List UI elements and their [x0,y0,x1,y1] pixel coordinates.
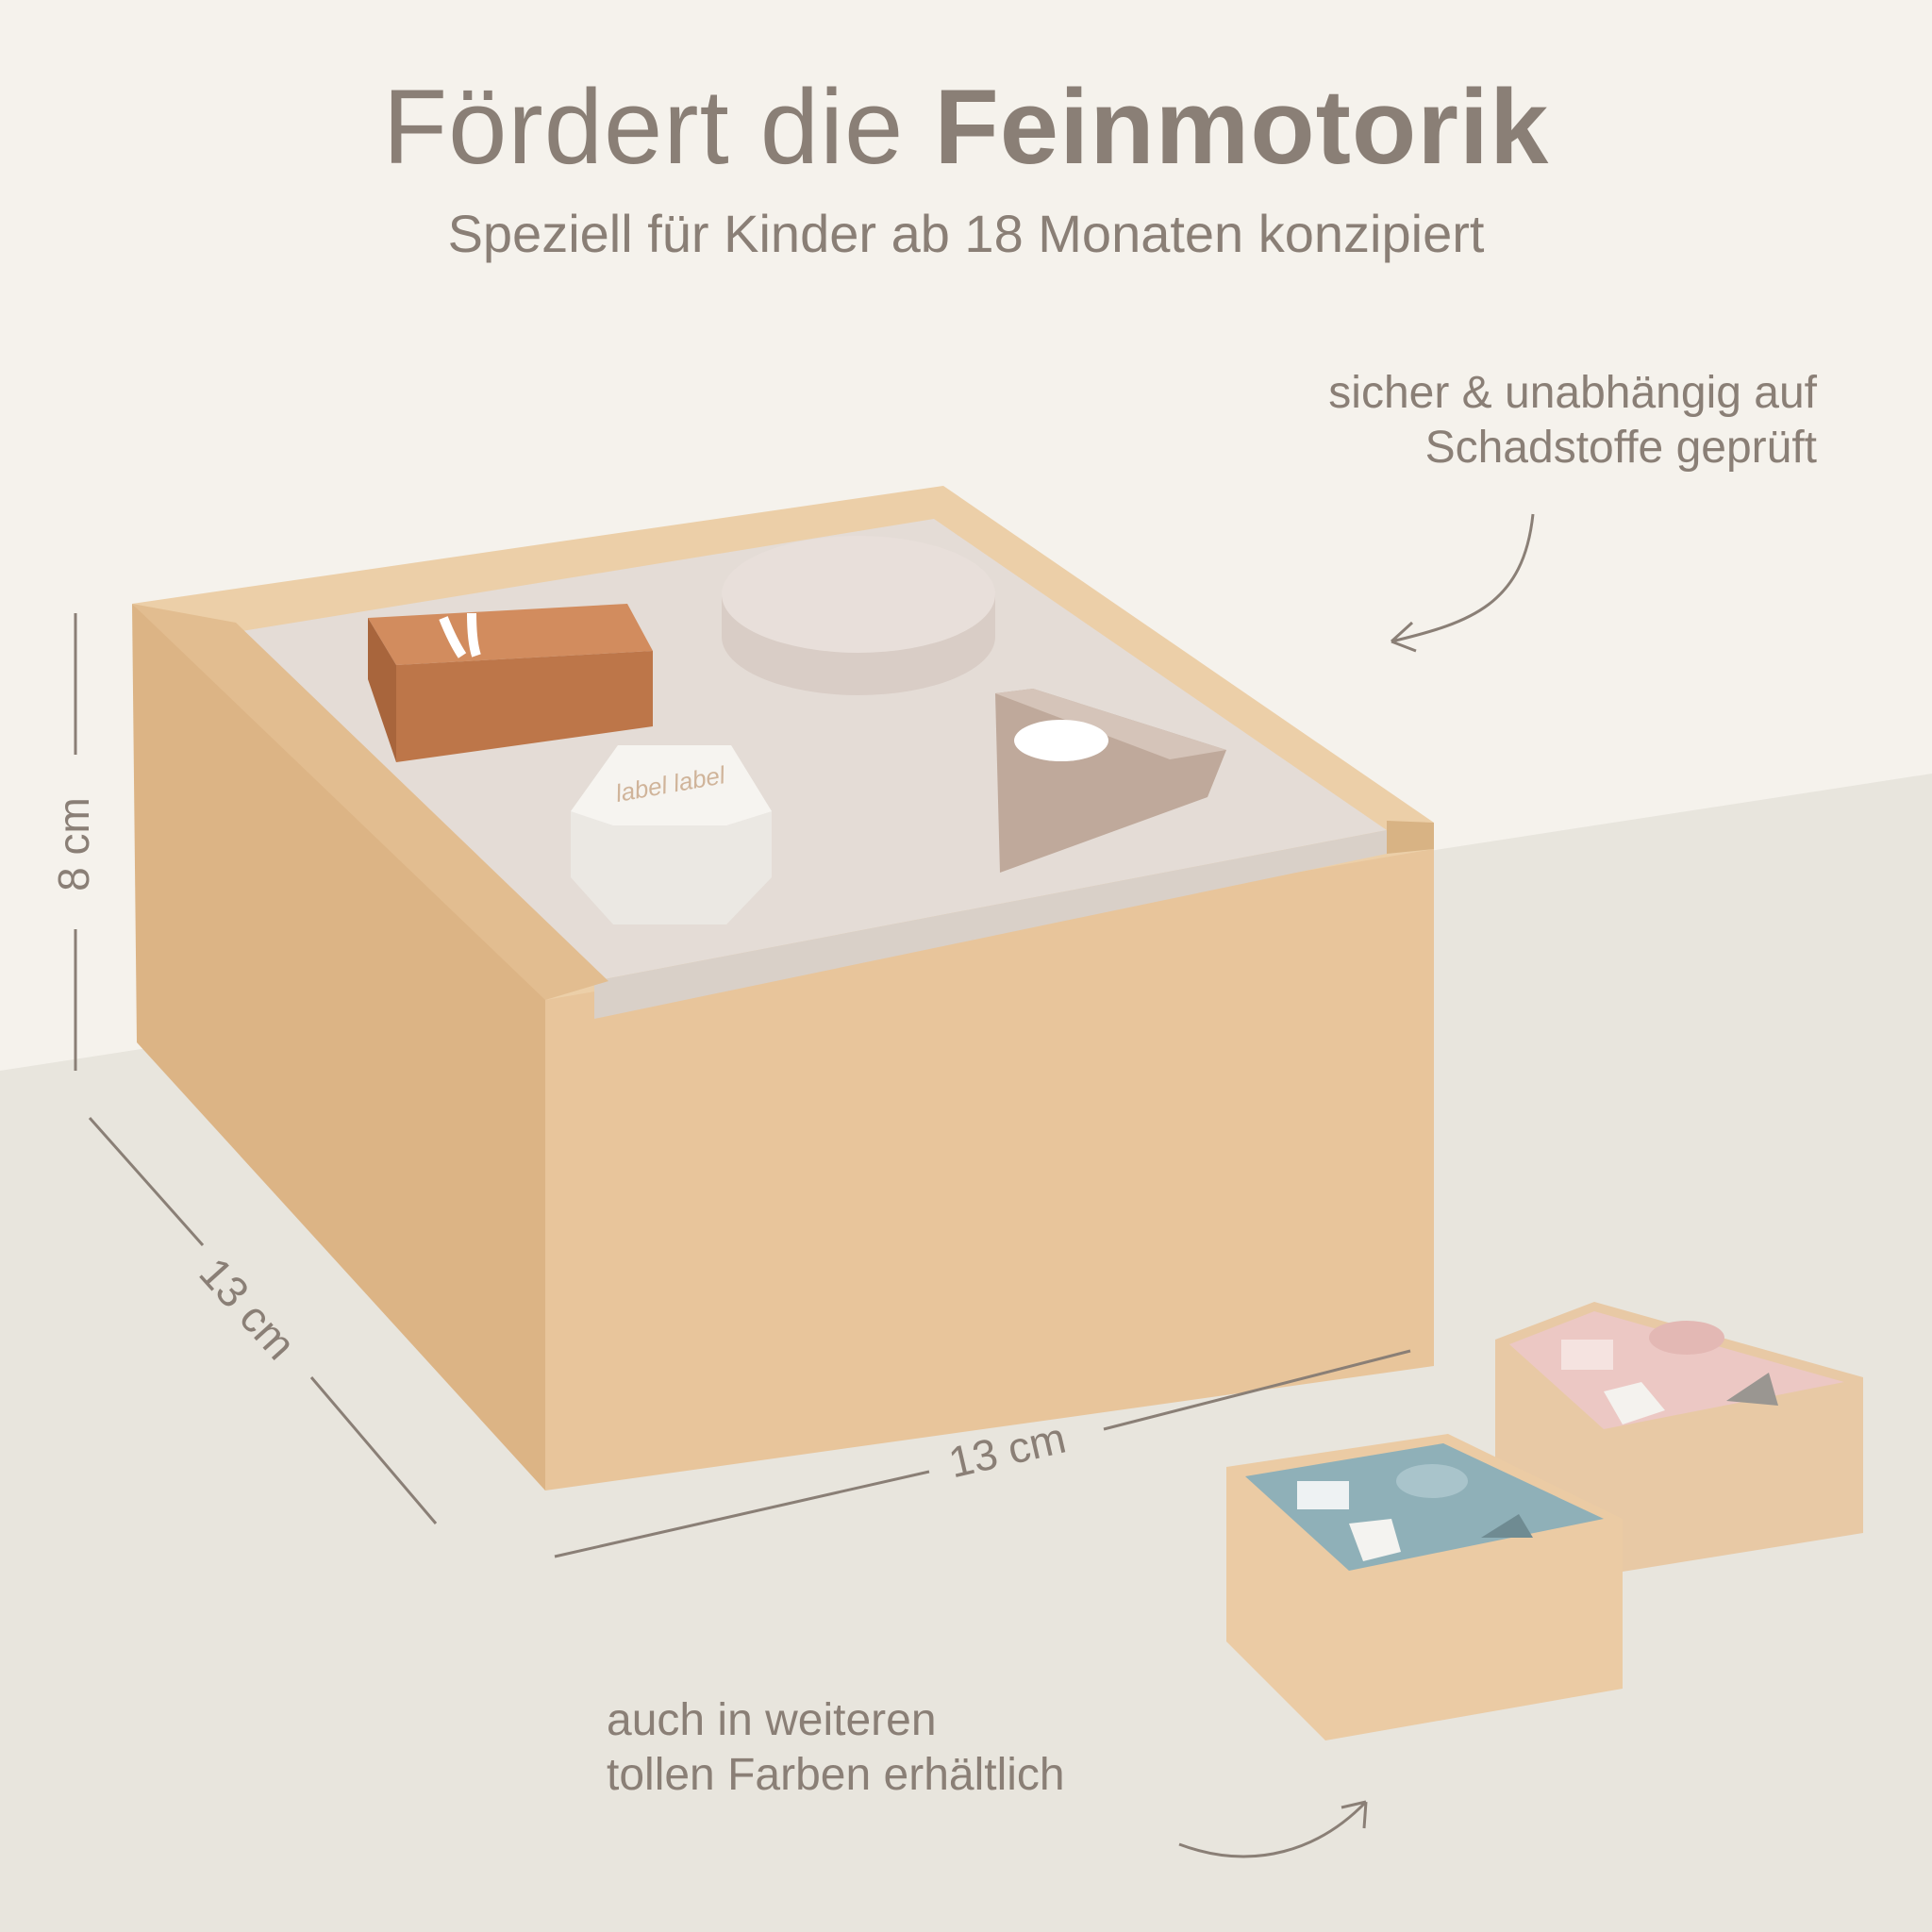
triangle-block [995,689,1226,873]
shape-sorter-box: label label [132,486,1434,1491]
arrow-safety-icon [1390,513,1535,653]
circle-block [722,536,995,695]
arrows [1178,513,1535,1858]
lid-edge [594,830,1387,1019]
box-rim-left [132,604,608,1000]
page-title: Fördert die Feinmotorik [0,66,1932,188]
blue-variant-box [1226,1434,1623,1740]
box-front-face [545,830,1434,1491]
box-rim-right [1387,821,1434,854]
dimension-lines [74,613,1411,1558]
safety-note: sicher & unabhängig auf Schadstoffe gepr… [1328,366,1817,475]
box-left-side [132,604,545,1491]
depth-line-top [88,1117,205,1246]
safety-note-line1: sicher & unabhängig auf [1328,368,1817,418]
safety-note-line2: Schadstoffe geprüft [1424,423,1817,473]
hexagon-block: label label [571,745,772,924]
cloud-icon [1014,720,1108,761]
colors-note-line1: auch in weiteren [607,1695,937,1745]
arrow-variants-icon [1178,1800,1368,1858]
subtitle: Speziell für Kinder ab 18 Monaten konzip… [447,204,1485,263]
width-line-left [554,1470,930,1558]
title-light: Fördert die [382,68,935,186]
height-label: 8 cm [48,797,98,891]
colors-note: auch in weiteren tollen Farben erhältlic… [607,1693,1065,1803]
depth-line-bottom [309,1376,438,1524]
square-block [368,604,653,762]
colors-note-line2: tollen Farben erhältlich [607,1750,1065,1800]
title-bold: Feinmotorik [934,68,1550,186]
width-line-right [1103,1349,1411,1431]
